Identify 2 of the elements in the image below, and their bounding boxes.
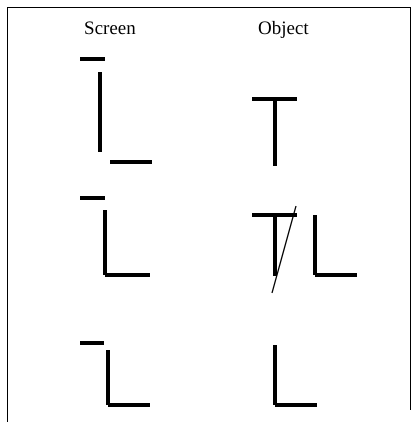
column-heading: Screen	[84, 18, 136, 40]
column-heading: Object	[258, 18, 309, 40]
